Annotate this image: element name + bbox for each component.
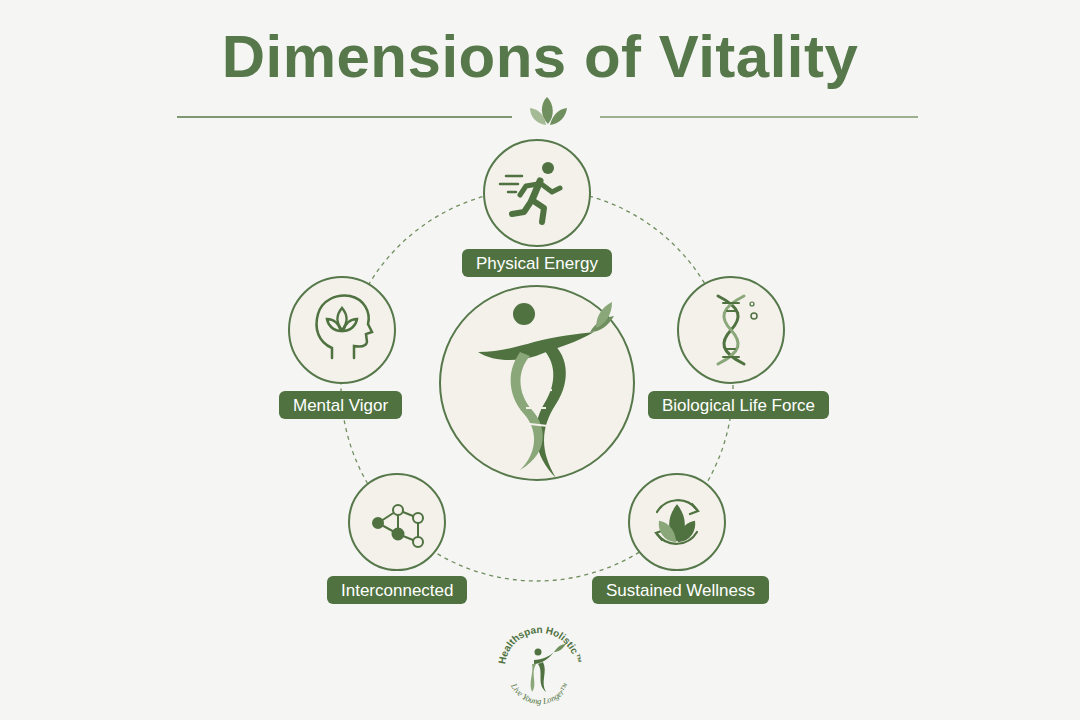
dimension-text: Physical Energy — [476, 255, 598, 272]
vitality-figure — [478, 302, 614, 478]
logo-text: Healthspan Holistic™ — [496, 624, 584, 665]
logo-tagline: Live Young Longer™ — [509, 681, 571, 706]
dimension-text: Mental Vigor — [293, 397, 388, 414]
network-icon — [373, 505, 423, 547]
diagram-title: Dimensions of Vitality — [0, 22, 1080, 91]
dimension-label: Physical Energy — [462, 249, 612, 277]
dna-icon — [718, 296, 757, 364]
logo-text: Healthspan Holistic™ — [496, 624, 584, 665]
leaf-ornament — [530, 97, 567, 125]
dimension-text: Interconnected — [341, 582, 453, 599]
dashed-ring — [341, 189, 733, 581]
icon-circles — [289, 140, 784, 570]
dimension-label: Sustained Wellness — [592, 576, 769, 604]
dimension-label: Biological Life Force — [648, 391, 829, 419]
dimension-text: Sustained Wellness — [606, 582, 755, 599]
header-rule — [600, 116, 918, 118]
dimension-label: Mental Vigor — [279, 391, 402, 419]
dimension-label: Interconnected — [327, 576, 467, 604]
runner-icon — [500, 162, 560, 222]
logo-tagline: Live Young Longer™ — [509, 681, 571, 706]
mind-icon — [317, 296, 372, 358]
cycle-leaf-icon — [656, 500, 698, 544]
dimension-text: Biological Life Force — [662, 397, 815, 414]
header-rule — [177, 116, 512, 118]
